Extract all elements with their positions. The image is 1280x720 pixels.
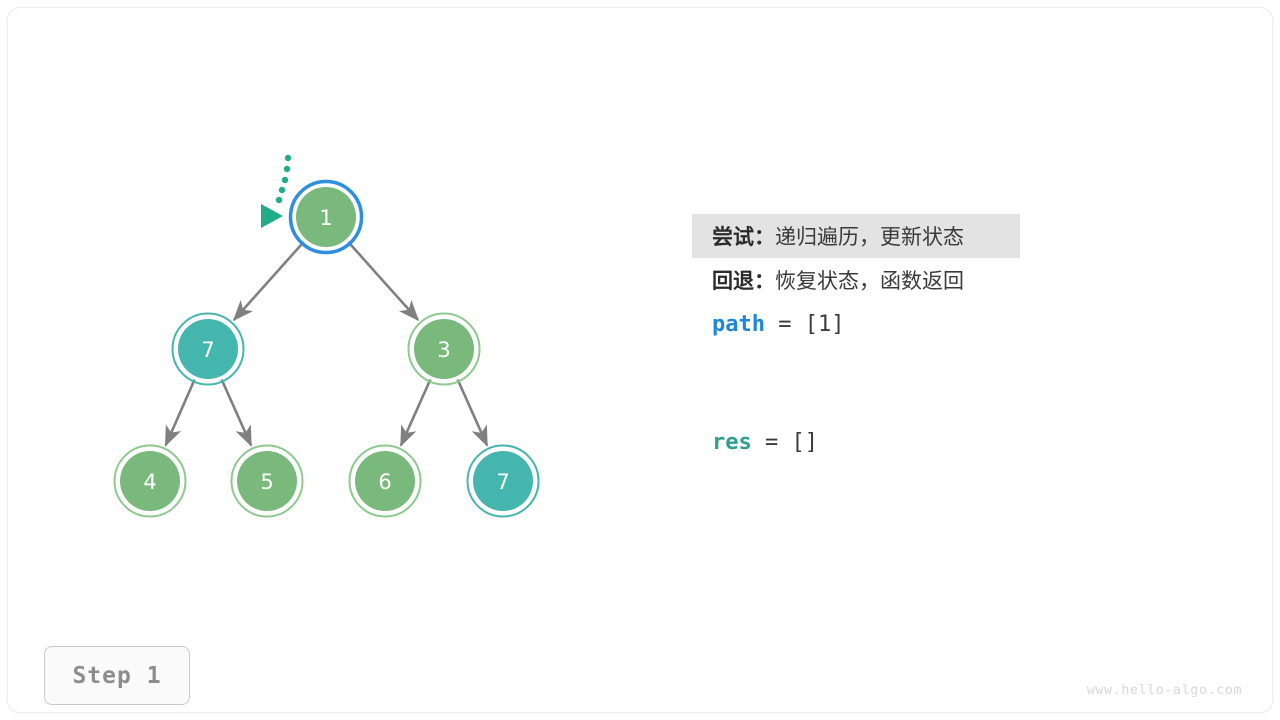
res-variable-value: = []	[751, 429, 818, 455]
tree-edge	[232, 241, 305, 322]
slide-frame: 1 7 3 4 5 6 7 尝试：递归遍历，更新状态 回退：恢复状态，函数返回 path =…	[8, 8, 1272, 712]
pointer-trail-dot	[281, 176, 289, 184]
node-value: 3	[437, 338, 450, 362]
traversal-pointer	[261, 154, 292, 228]
node-ring	[348, 444, 422, 518]
path-variable-name: path	[712, 311, 765, 337]
res-variable-line: res = []	[692, 420, 1212, 464]
node-value: 6	[378, 470, 391, 494]
node-circle	[355, 451, 415, 511]
diagram-canvas: 1 7 3 4 5 6 7	[8, 8, 1272, 712]
path-variable-value: = [1]	[764, 311, 845, 337]
node-ring	[288, 179, 364, 255]
node-ring	[113, 444, 187, 518]
node-circle	[178, 319, 238, 379]
try-text: 递归遍历，更新状态	[775, 225, 964, 249]
node-circle	[120, 451, 180, 511]
node-value: 1	[319, 206, 332, 230]
tree-node[interactable]: 7	[171, 312, 245, 386]
pointer-trail-dot	[278, 186, 286, 194]
tree-edge	[456, 379, 489, 447]
tree-node[interactable]: 3	[407, 312, 481, 386]
node-circle	[296, 187, 356, 247]
panel-spacer	[692, 346, 1212, 420]
node-circle	[473, 451, 533, 511]
node-circle	[237, 451, 297, 511]
node-ring	[230, 444, 304, 518]
binary-tree-graphic: 1 7 3 4 5 6 7	[113, 154, 540, 518]
node-value: 7	[496, 470, 509, 494]
backtrack-line: 回退：恢复状态，函数返回	[692, 258, 1212, 302]
node-value: 4	[143, 470, 156, 494]
tree-edges	[164, 241, 489, 447]
state-panel: 尝试：递归遍历，更新状态 回退：恢复状态，函数返回 path = [1] res…	[692, 214, 1212, 464]
watermark: www.hello-algo.com	[1086, 682, 1242, 698]
backtrack-label: 回退：	[712, 269, 775, 293]
node-ring	[407, 312, 481, 386]
node-circle	[414, 319, 474, 379]
res-variable-name: res	[712, 429, 752, 455]
tree-nodes: 1 7 3 4 5 6 7	[113, 179, 540, 518]
path-variable-line: path = [1]	[692, 302, 1212, 346]
tree-edge	[164, 379, 196, 447]
pointer-trail-dot	[275, 196, 283, 204]
pointer-trail-dot	[283, 165, 291, 173]
node-value: 5	[260, 470, 273, 494]
tree-node[interactable]: 6	[348, 444, 422, 518]
tree-edge	[399, 379, 432, 447]
node-ring	[171, 312, 245, 386]
tree-edge	[220, 379, 253, 447]
node-ring	[466, 444, 540, 518]
tree-node[interactable]: 4	[113, 444, 187, 518]
tree-node[interactable]: 5	[230, 444, 304, 518]
backtrack-text: 恢复状态，函数返回	[775, 269, 964, 293]
tree-node[interactable]: 1	[288, 179, 364, 255]
node-value: 7	[201, 338, 214, 362]
tree-edge	[347, 241, 420, 322]
step-badge: Step 1	[44, 646, 190, 705]
pointer-trail-dot	[284, 154, 292, 162]
try-line: 尝试：递归遍历，更新状态	[692, 214, 1020, 258]
pointer-triangle-icon	[261, 204, 283, 228]
try-label: 尝试：	[712, 225, 775, 249]
tree-node[interactable]: 7	[466, 444, 540, 518]
